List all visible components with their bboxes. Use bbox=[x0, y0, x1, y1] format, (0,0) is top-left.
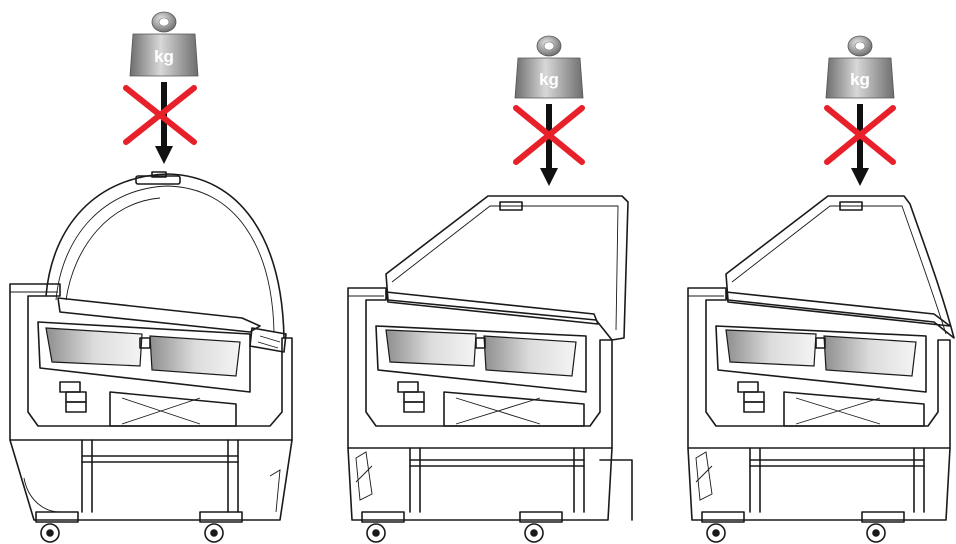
no-load-warning-2: kg bbox=[513, 35, 585, 186]
prohibition-cross-icon bbox=[824, 105, 896, 165]
curved-glass-dome bbox=[45, 173, 285, 339]
weight-icon: kg bbox=[825, 35, 895, 99]
down-arrow-icon bbox=[540, 104, 558, 186]
no-load-warning-3: kg bbox=[824, 35, 896, 186]
prohibition-cross-icon bbox=[513, 105, 585, 165]
no-load-warning-1: kg bbox=[123, 11, 199, 164]
weight-label: kg bbox=[154, 47, 174, 66]
weight-icon: kg bbox=[514, 35, 584, 99]
curved-glass-display-case bbox=[9, 171, 293, 543]
display-pan bbox=[725, 329, 817, 367]
display-pan bbox=[45, 327, 143, 367]
display-pan bbox=[823, 335, 917, 377]
straight-glass-display-case bbox=[347, 195, 633, 543]
display-pan bbox=[149, 335, 241, 377]
weight-label: kg bbox=[850, 70, 870, 89]
angled-glass-canopy bbox=[725, 195, 955, 339]
angled-glass-display-case bbox=[687, 195, 955, 543]
prohibition-cross-icon bbox=[123, 85, 197, 145]
down-arrow-icon bbox=[851, 104, 869, 186]
straight-glass-canopy bbox=[385, 195, 629, 341]
weight-label: kg bbox=[539, 70, 559, 89]
display-pan bbox=[385, 329, 477, 367]
weight-icon: kg bbox=[129, 11, 199, 77]
display-pan bbox=[483, 335, 577, 377]
